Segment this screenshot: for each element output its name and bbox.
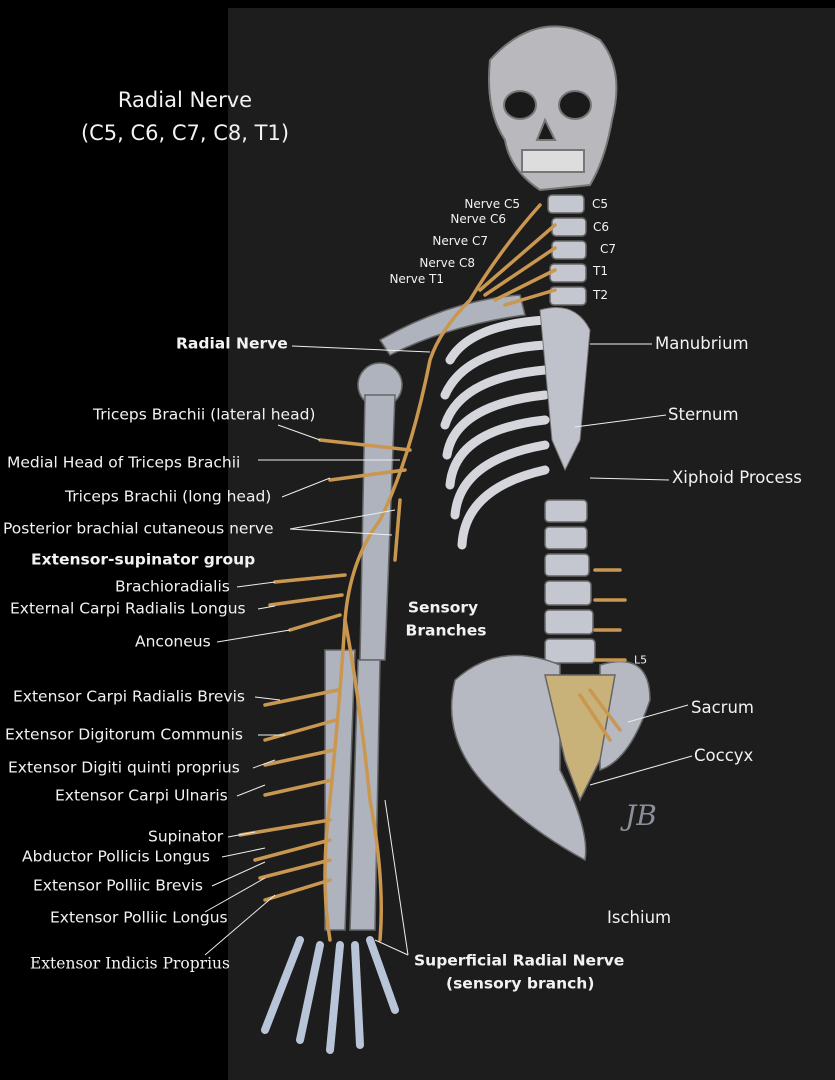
label-ecrb: Extensor Carpi Radialis Brevis <box>13 687 245 706</box>
label-edc: Extensor Digitorum Communis <box>5 725 243 744</box>
label-sensory-line2: Branches <box>405 621 487 640</box>
label-vertebra-c7: C7 <box>600 242 617 256</box>
sternum-bone <box>539 307 591 472</box>
label-vertebra-c6: C6 <box>593 220 610 234</box>
label-xiphoid: Xiphoid Process <box>672 467 802 487</box>
title-line1: Radial Nerve <box>117 88 253 112</box>
shoulder-and-arm <box>324 294 526 931</box>
label-triceps-lateral: Triceps Brachii (lateral head) <box>93 405 316 424</box>
label-vertebra-t2: T2 <box>593 288 608 302</box>
label-vertebra-t1: T1 <box>593 264 608 278</box>
leader-lines <box>204 343 693 956</box>
spine <box>544 194 596 664</box>
label-triceps-medial: Medial Head of Triceps Brachii <box>7 453 241 472</box>
label-vertebra-l5: L5 <box>634 653 648 667</box>
label-eip: Extensor Indicis Proprius <box>30 954 230 973</box>
label-edqp: Extensor Digiti quinti proprius <box>8 758 240 777</box>
label-triceps-long: Triceps Brachii (long head) <box>65 487 272 506</box>
label-anconeus: Anconeus <box>135 632 211 651</box>
label-coccyx: Coccyx <box>694 745 754 765</box>
label-sacrum: Sacrum <box>691 697 754 717</box>
label-manubrium: Manubrium <box>655 333 749 353</box>
label-extensor-group: Extensor-supinator group <box>31 550 256 569</box>
label-nerve-c7: Nerve C7 <box>432 234 488 248</box>
label-nerve-c8: Nerve C8 <box>419 256 475 270</box>
label-sternum: Sternum <box>668 404 739 424</box>
label-apl: Abductor Pollicis Longus <box>22 847 210 866</box>
label-ecu: Extensor Carpi Ulnaris <box>55 786 228 805</box>
rib-cage <box>440 315 550 550</box>
label-superficial-line1: Superficial Radial Nerve <box>414 951 625 970</box>
label-brachioradialis: Brachioradialis <box>115 577 230 596</box>
label-ischium: Ischium <box>607 907 672 927</box>
signature-mark: JB <box>620 799 657 832</box>
hand <box>261 936 399 1054</box>
label-epb: Extensor Polliic Brevis <box>33 876 203 895</box>
label-nerve-c6: Nerve C6 <box>450 212 506 226</box>
skull <box>488 25 618 192</box>
label-nerve-c5: Nerve C5 <box>464 197 520 211</box>
pelvis <box>450 654 651 862</box>
label-ecrl: External Carpi Radialis Longus <box>10 599 246 618</box>
label-vertebra-c5: C5 <box>592 197 609 211</box>
label-radial-nerve: Radial Nerve <box>176 334 288 353</box>
label-nerve-t1: Nerve T1 <box>389 272 444 286</box>
label-posterior-cutaneous: Posterior brachial cutaneous nerve <box>3 519 274 538</box>
label-supinator: Supinator <box>148 827 224 846</box>
radial-nerve-paths <box>238 203 627 942</box>
label-superficial-line2: (sensory branch) <box>446 974 595 993</box>
title-line2: (C5, C6, C7, C8, T1) <box>80 121 290 145</box>
label-epl: Extensor Polliic Longus <box>50 908 228 927</box>
label-sensory-line1: Sensory <box>407 598 479 617</box>
